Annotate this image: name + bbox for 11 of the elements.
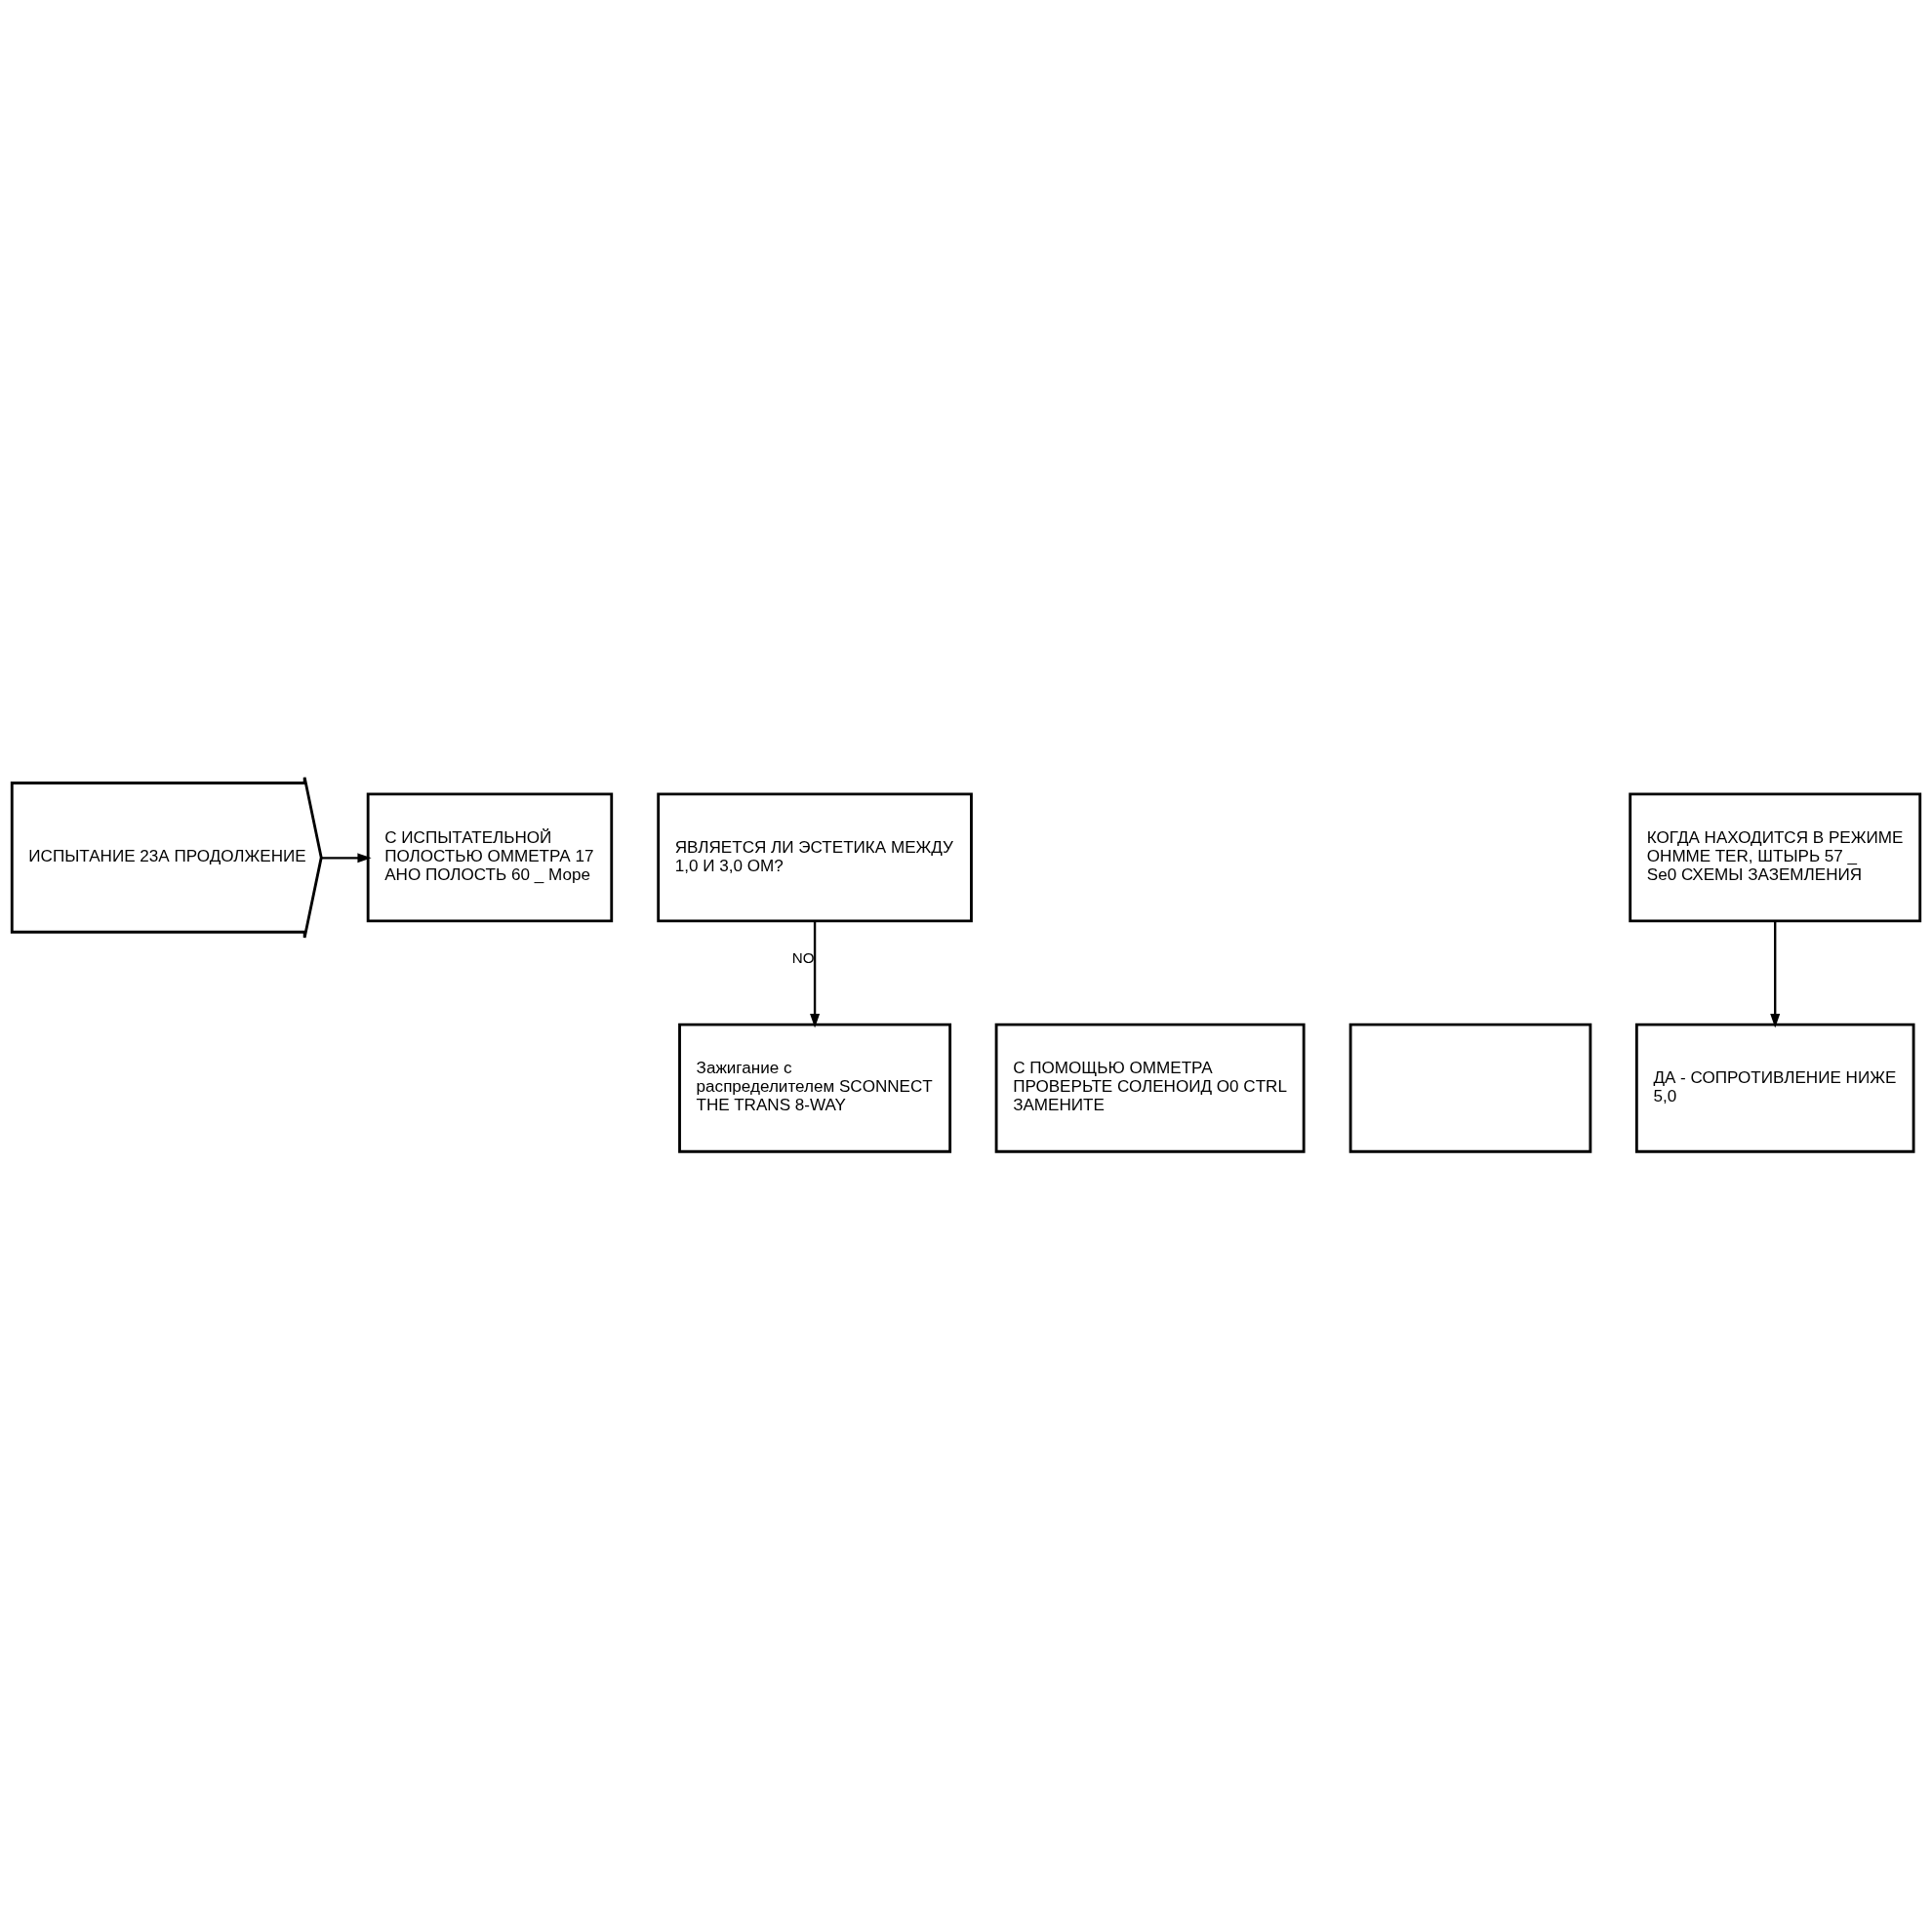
arrow — [1770, 920, 1781, 1027]
node-box: ДА - СОПРОТИВЛЕНИЕ НИЖЕ 5,0 — [1634, 1023, 1915, 1153]
arrow — [321, 852, 372, 863]
node-box: Зажигание с распределителем SCONNECT THE TRANS 8-WAY — [678, 1023, 952, 1153]
node-box: ЯВЛЯЕТСЯ ЛИ ЭСТЕТИКА МЕЖДУ 1,0 И 3,0 ОМ? — [657, 791, 973, 922]
edge-label: NO — [791, 948, 815, 966]
node-box: С ИСПЫТАТЕЛЬНОЙ ПОЛОСТЬЮ ОММЕТРА 17 АНО ПОЛОСТЬ 60 _ Море — [366, 791, 614, 922]
arrow — [810, 920, 821, 1027]
node-box: КОГДА НАХОДИТСЯ В РЕЖИМЕ OHMME TER, ШТЫРЬ 57 _ Se0 СХЕМЫ ЗАЗЕМЛЕНИЯ — [1629, 791, 1922, 922]
node-box — [1348, 1023, 1592, 1153]
node-box: С ПОМОЩЬЮ ОММЕТРА ПРОВЕРЬТЕ СОЛЕНОИД O0 CTRL ЗАМЕНИТЕ — [994, 1023, 1306, 1153]
